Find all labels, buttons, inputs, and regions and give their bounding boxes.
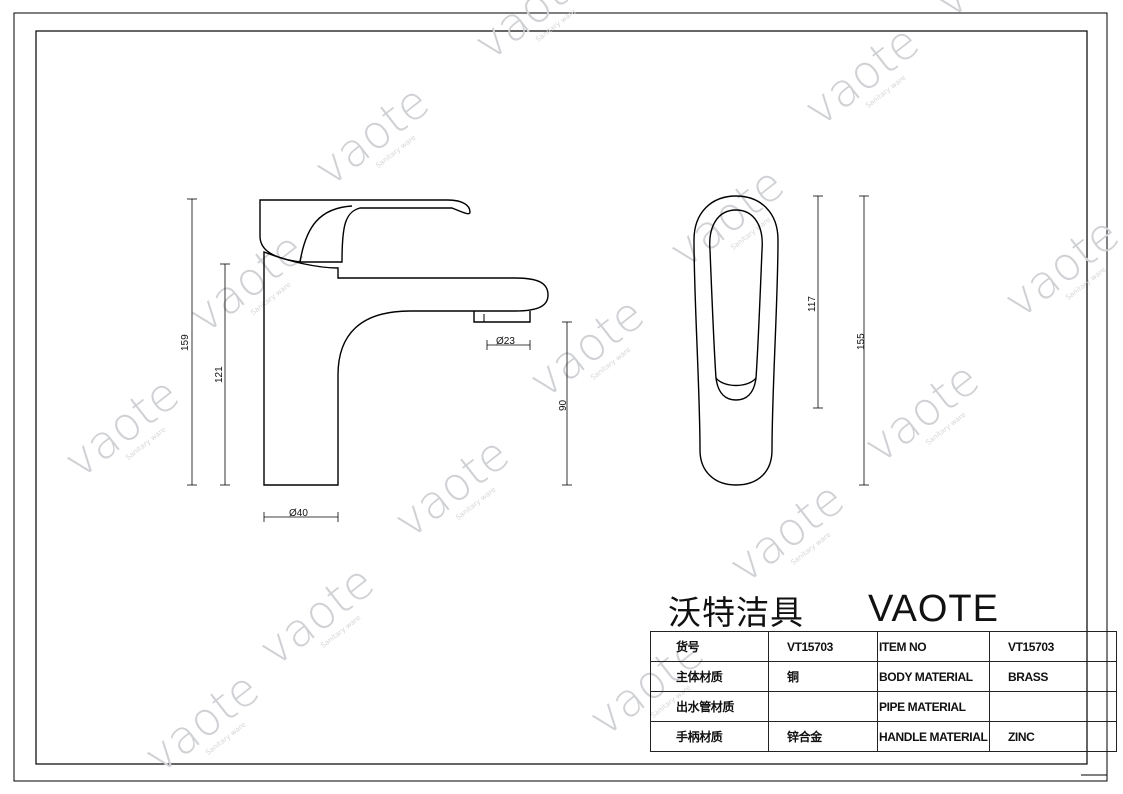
label-cn-pipe-material: 出水管材质	[650, 691, 769, 722]
table-row: 货号 VT15703 ITEM NO VT15703	[650, 631, 1117, 662]
handle-outline	[259, 199, 471, 263]
dim-spout-clearance: 90	[558, 399, 569, 411]
spec-table: 货号 VT15703 ITEM NO VT15703 主体材质 铜 BODY M…	[650, 631, 1117, 752]
table-row: 手柄材质 锌合金 HANDLE MATERIAL ZINC	[650, 721, 1117, 752]
dim-overall-height: 159	[180, 334, 191, 351]
value-cn-handle-material: 锌合金	[768, 721, 878, 752]
side-handle-tip	[715, 377, 757, 387]
value-en-body-material: BRASS	[989, 661, 1117, 692]
aerator-outline	[473, 311, 531, 323]
label-cn-body-material: 主体材质	[650, 661, 769, 692]
brand-name-english: VAOTE	[868, 588, 999, 630]
faucet-front-view	[259, 199, 549, 486]
dim-spout-diameter: Ø23	[496, 336, 515, 347]
value-cn-pipe-material	[768, 691, 878, 722]
dim-body-height: 121	[214, 366, 225, 383]
label-en-handle-material: HANDLE MATERIAL	[877, 721, 990, 752]
value-en-handle-material: ZINC	[989, 721, 1117, 752]
side-view-dimensions: 117 155	[807, 195, 869, 486]
value-en-pipe-material	[989, 691, 1117, 722]
table-row: 出水管材质 PIPE MATERIAL	[650, 691, 1117, 722]
label-en-pipe-material: PIPE MATERIAL	[877, 691, 990, 722]
handle-inner-curve	[299, 205, 353, 263]
watermark: vaote	[304, 74, 440, 197]
watermark: vaote	[134, 661, 270, 784]
dim-handle-length: 117	[807, 296, 818, 312]
watermark: vaote	[179, 221, 315, 344]
watermark: vaote	[519, 286, 655, 409]
watermark: vaote	[854, 351, 990, 474]
value-cn-body-material: 铜	[768, 661, 878, 692]
brand-name-chinese: 沃特洁具	[668, 593, 804, 632]
value-en-item-no: VT15703	[989, 631, 1117, 662]
dim-side-height: 155	[856, 333, 867, 350]
watermark-sub: Sanitary ware	[994, 0, 1037, 2]
watermark: vaote	[464, 0, 600, 71]
watermark: vaote	[924, 0, 1060, 29]
watermark: vaote	[249, 554, 385, 677]
watermark: vaote	[54, 366, 190, 489]
watermark: vaote	[794, 14, 930, 137]
watermark: vaote	[719, 471, 855, 594]
value-cn-item-no: VT15703	[768, 631, 878, 662]
inner-frame	[35, 30, 1088, 765]
faucet-side-view	[693, 195, 779, 486]
table-row: 主体材质 铜 BODY MATERIAL BRASS	[650, 661, 1117, 692]
label-en-body-material: BODY MATERIAL	[877, 661, 990, 692]
front-view-dimensions: 159 121 Ø23 90 Ø40	[180, 198, 572, 522]
label-cn-handle-material: 手柄材质	[650, 721, 769, 752]
label-cn-item-no: 货号	[650, 631, 769, 662]
dim-base-diameter: Ø40	[289, 508, 308, 519]
faucet-body-outline	[263, 250, 549, 486]
watermark: vaote	[384, 426, 520, 549]
side-handle-outline	[709, 209, 763, 401]
side-outer-outline	[693, 195, 779, 486]
outer-frame	[13, 12, 1108, 782]
label-en-item-no: ITEM NO	[877, 631, 990, 662]
